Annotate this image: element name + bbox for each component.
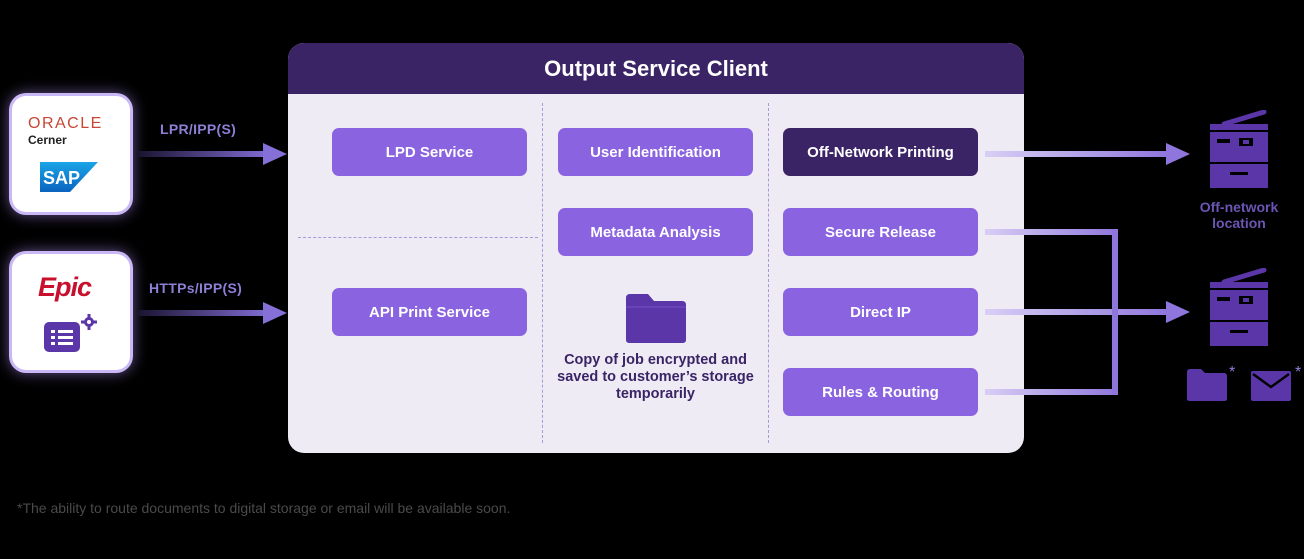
arrow-head-off-network bbox=[1166, 143, 1190, 165]
printer-icon bbox=[1206, 267, 1272, 353]
arrow-lpr bbox=[138, 151, 265, 157]
email-icon bbox=[1250, 370, 1292, 407]
secure-release-box: Secure Release bbox=[783, 208, 978, 256]
arrow-https bbox=[138, 310, 265, 316]
connector-direct-ip bbox=[985, 309, 1168, 315]
lpd-service-box: LPD Service bbox=[332, 128, 527, 176]
printer-icon bbox=[1206, 109, 1272, 195]
arrow-off-network bbox=[985, 151, 1168, 157]
off-network-printing-box: Off-Network Printing bbox=[783, 128, 978, 176]
arrow-head-lpr bbox=[263, 143, 287, 165]
document-gear-icon bbox=[42, 314, 100, 359]
api-print-service-box: API Print Service bbox=[332, 288, 527, 336]
epic-logo: Epic bbox=[38, 272, 92, 302]
row-divider bbox=[298, 237, 538, 238]
asterisk-folder: * bbox=[1229, 364, 1236, 381]
protocol-label-https: HTTPs/IPP(S) bbox=[149, 280, 243, 296]
svg-text:SAP: SAP bbox=[43, 168, 80, 188]
connector-vertical bbox=[1112, 229, 1118, 395]
cerner-logo: Cerner bbox=[28, 133, 67, 147]
connector-rules-routing bbox=[985, 389, 1118, 395]
arrow-head-https bbox=[263, 302, 287, 324]
protocol-label-lpr: LPR/IPP(S) bbox=[160, 121, 237, 137]
metadata-analysis-box: Metadata Analysis bbox=[558, 208, 753, 256]
column-divider-1 bbox=[542, 103, 543, 443]
folder-icon bbox=[624, 292, 688, 349]
off-network-location-label: Off-network location bbox=[1199, 199, 1279, 231]
storage-note: Copy of job encrypted and saved to custo… bbox=[557, 352, 754, 402]
folder-icon bbox=[1186, 368, 1228, 407]
user-identification-box: User Identification bbox=[558, 128, 753, 176]
source-box-epic: Epic bbox=[12, 254, 130, 370]
column-divider-2 bbox=[768, 103, 769, 443]
panel-title: Output Service Client bbox=[288, 43, 1024, 94]
asterisk-email: * bbox=[1295, 364, 1302, 381]
sap-logo: SAP bbox=[40, 162, 98, 197]
source-box-oracle-sap: ORACLE Cerner SAP bbox=[12, 96, 130, 212]
connector-secure-release bbox=[985, 229, 1118, 235]
oracle-logo: ORACLE bbox=[28, 115, 103, 132]
footnote: *The ability to route documents to digit… bbox=[17, 500, 511, 516]
rules-routing-box: Rules & Routing bbox=[783, 368, 978, 416]
direct-ip-box: Direct IP bbox=[783, 288, 978, 336]
arrow-head-direct-ip bbox=[1166, 301, 1190, 323]
